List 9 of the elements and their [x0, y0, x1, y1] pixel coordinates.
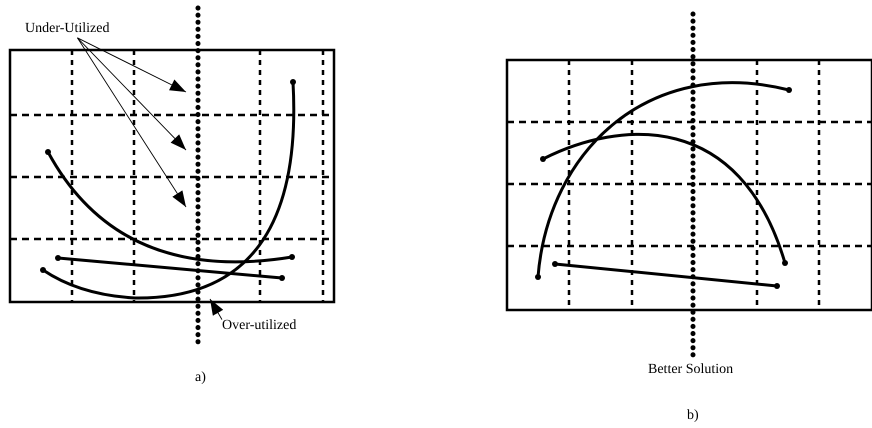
- arrow: [76, 37, 186, 150]
- panel-label: b): [687, 408, 699, 424]
- callout-text: Over-utilized: [222, 318, 296, 334]
- callout-text: Under-Utilized: [25, 21, 110, 37]
- panel-label: a): [195, 370, 206, 386]
- arrow: [210, 298, 224, 320]
- arrow: [76, 37, 186, 92]
- arrow: [76, 37, 186, 208]
- caption-text: Better Solution: [648, 362, 734, 378]
